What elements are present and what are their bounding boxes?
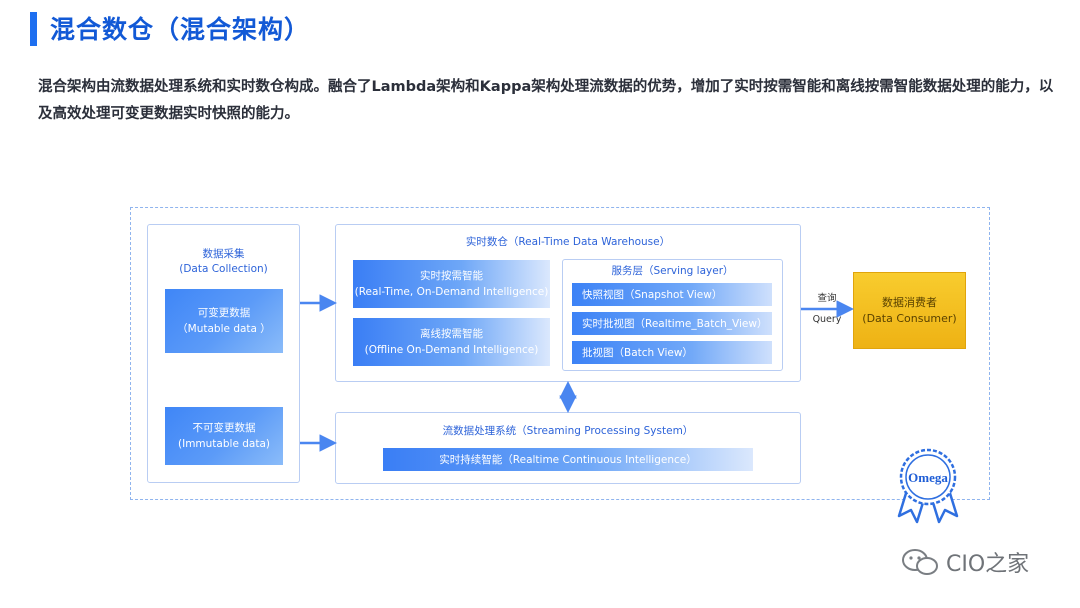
query-label-cn: 查询 [817, 293, 837, 304]
immutable-data-cn: 不可变更数据 [192, 422, 256, 434]
data-collection-title-cn: 数据采集 [202, 248, 245, 260]
architecture-diagram-frame [130, 207, 990, 500]
omega-badge-text: Omega [908, 470, 948, 485]
realtime-batch-view-box: 实时批视图（Realtime_Batch_View） [572, 312, 772, 335]
mutable-data-cn: 可变更数据 [197, 307, 251, 319]
offline-on-demand-cn: 离线按需智能 [420, 328, 483, 340]
streaming-system-title: 流数据处理系统（Streaming Processing System） [442, 425, 694, 437]
wechat-icon [902, 549, 938, 575]
serving-layer-title: 服务层（Serving layer） [611, 265, 734, 277]
mutable-data-en: （Mutable data ） [177, 323, 271, 335]
realtime-batch-view-label: 实时批视图（Realtime_Batch_View） [582, 317, 768, 330]
title-accent-bar [30, 12, 37, 46]
snapshot-view-label: 快照视图（Snapshot View） [582, 288, 723, 301]
offline-on-demand-box: 离线按需智能 (Offline On-Demand Intelligence) [353, 318, 550, 366]
watermark: CIO之家 [900, 546, 1029, 578]
data-consumer-en: (Data Consumer) [862, 311, 957, 325]
data-collection-title-en: (Data Collection) [179, 263, 268, 275]
batch-view-label: 批视图（Batch View） [582, 346, 693, 359]
snapshot-view-box: 快照视图（Snapshot View） [572, 283, 772, 306]
realtime-on-demand-box: 实时按需智能 (Real-Time, On-Demand Intelligenc… [353, 260, 550, 308]
realtime-continuous-box: 实时持续智能（Realtime Continuous Intelligence） [383, 448, 753, 471]
immutable-data-en: (Immutable data) [178, 438, 270, 450]
omega-badge-icon: Omega [897, 448, 959, 524]
page-title: 混合数仓（混合架构） [50, 15, 311, 44]
realtime-on-demand-en: (Real-Time, On-Demand Intelligence) [354, 286, 549, 298]
query-label-en: Query [812, 314, 842, 325]
immutable-data-box: 不可变更数据 (Immutable data) [165, 407, 283, 465]
realtime-continuous-label: 实时持续智能（Realtime Continuous Intelligence） [439, 453, 697, 466]
page-description: 混合架构由流数据处理系统和实时数仓构成。融合了Lambda架构和Kappa架构处… [38, 79, 1054, 122]
batch-view-box: 批视图（Batch View） [572, 341, 772, 364]
offline-on-demand-en: (Offline On-Demand Intelligence) [364, 344, 539, 356]
mutable-data-box: 可变更数据 （Mutable data ） [165, 289, 283, 353]
realtime-warehouse-title: 实时数仓（Real-Time Data Warehouse） [465, 236, 671, 248]
data-consumer-cn: 数据消费者 [882, 295, 937, 309]
watermark-text: CIO之家 [946, 552, 1030, 577]
data-consumer-box: 数据消费者 (Data Consumer) [853, 272, 966, 349]
realtime-on-demand-cn: 实时按需智能 [420, 270, 483, 282]
